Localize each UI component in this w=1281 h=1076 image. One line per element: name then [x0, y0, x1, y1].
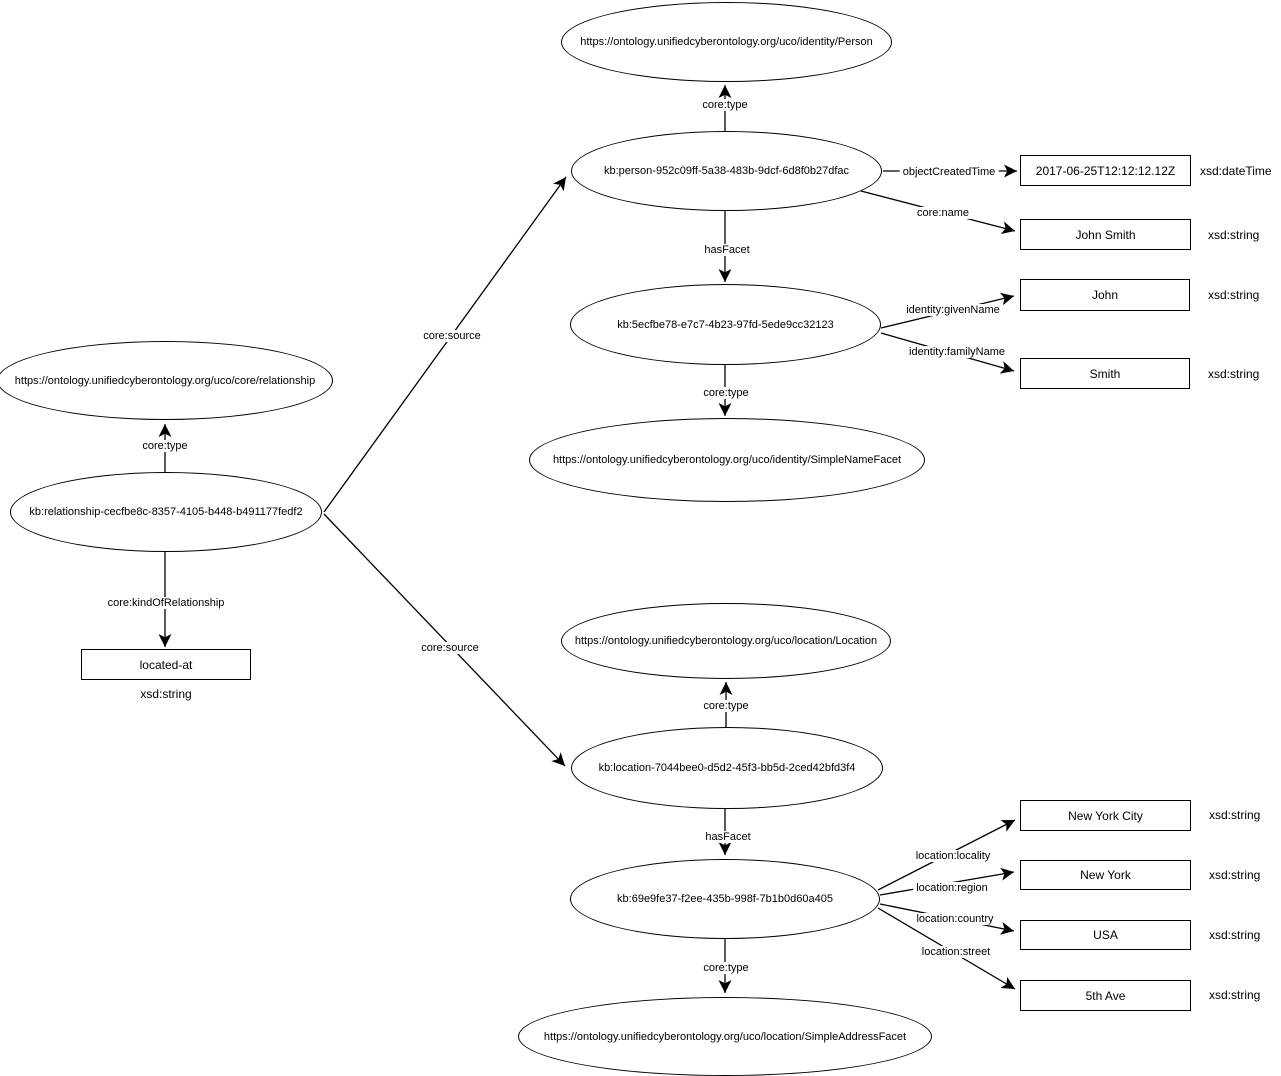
literal-street-value: 5th Ave [1085, 988, 1126, 1003]
node-location-instance-label: kb:location-7044bee0-d5d2-45f3-bb5d-2ced… [598, 762, 856, 774]
literal-region-value: New York [1080, 868, 1131, 882]
edge-label-core-type-relationship: core:type [139, 440, 191, 452]
edge-label-core-type-name-facet: core:type [700, 387, 752, 399]
node-address-facet-instance-label: kb:69e9fe37-f2ee-435b-998f-7b1b0d60a405 [617, 893, 833, 905]
literal-given-name-value: John [1091, 288, 1119, 302]
literal-family-name-value: Smith [1089, 366, 1121, 381]
datatype-object-created-time: xsd:dateTime [1200, 164, 1272, 178]
node-relationship-instance[interactable]: kb:relationship-cecfbe8c-8357-4105-b448-… [10, 472, 322, 552]
edge-label-core-kind-of-relationship: core:kindOfRelationship [104, 597, 228, 609]
edge-label-object-created-time: objectCreatedTime [899, 166, 999, 178]
node-location-type[interactable]: https://ontology.unifiedcyberontology.or… [561, 603, 891, 679]
literal-street[interactable]: 5th Ave [1020, 980, 1191, 1011]
literal-kind-of-relationship[interactable]: located-at [81, 649, 251, 680]
node-person-instance[interactable]: kb:person-952c09ff-5a38-483b-9dcf-6d8f0b… [571, 131, 882, 211]
datatype-name: xsd:string [1208, 228, 1260, 242]
edge-core-source-location [323, 513, 566, 767]
literal-given-name[interactable]: John [1020, 279, 1190, 311]
datatype-country: xsd:string [1209, 928, 1261, 942]
node-relationship-type-label: https://ontology.unifiedcyberontology.or… [14, 374, 316, 387]
node-address-facet-instance[interactable]: kb:69e9fe37-f2ee-435b-998f-7b1b0d60a405 [570, 859, 880, 939]
literal-object-created-time-value: 2017-06-25T12:12:12.12Z [1035, 163, 1176, 178]
node-person-type[interactable]: https://ontology.unifiedcyberontology.or… [561, 2, 892, 82]
datatype-locality: xsd:string [1209, 808, 1261, 822]
edge-label-core-type-address-facet: core:type [700, 962, 752, 974]
node-location-type-label: https://ontology.unifiedcyberontology.or… [574, 635, 878, 647]
node-simple-address-facet-type[interactable]: https://ontology.unifiedcyberontology.or… [518, 997, 932, 1076]
literal-locality-value: New York City [1068, 808, 1143, 823]
literal-name-value: John Smith [1075, 227, 1136, 242]
edge-label-core-source-location: core:source [418, 642, 482, 654]
edge-label-has-facet-location: hasFacet [702, 831, 754, 843]
edge-label-core-source-person: core:source [420, 330, 484, 342]
literal-locality[interactable]: New York City [1020, 800, 1191, 831]
edge-label-location-region: location:region [913, 882, 991, 894]
datatype-given-name: xsd:string [1208, 288, 1260, 302]
edge-label-location-country: location:country [913, 913, 997, 925]
edge-label-core-type-location: core:type [700, 700, 752, 712]
literal-family-name[interactable]: Smith [1020, 358, 1190, 389]
edge-label-identity-given-name: identity:givenName [903, 304, 1003, 316]
edge-label-has-facet-person: hasFacet [701, 244, 753, 256]
node-simple-name-facet-type-label: https://ontology.unifiedcyberontology.or… [552, 454, 902, 466]
edge-label-core-type-person: core:type [699, 99, 751, 111]
node-person-type-label: https://ontology.unifiedcyberontology.or… [580, 36, 873, 48]
node-simple-name-facet-type[interactable]: https://ontology.unifiedcyberontology.or… [529, 418, 925, 502]
datatype-street: xsd:string [1209, 988, 1261, 1002]
node-simple-address-facet-type-label: https://ontology.unifiedcyberontology.or… [543, 1030, 907, 1043]
literal-country[interactable]: USA [1020, 920, 1191, 950]
edge-core-source-person [323, 176, 567, 513]
edge-label-location-locality: location:locality [912, 850, 994, 862]
datatype-family-name: xsd:string [1208, 367, 1260, 381]
node-name-facet-instance[interactable]: kb:5ecfbe78-e7c7-4b23-97fd-5ede9cc32123 [570, 284, 881, 365]
edge-label-identity-family-name: identity:familyName [906, 346, 1008, 358]
datatype-region: xsd:string [1209, 868, 1261, 882]
node-person-instance-label: kb:person-952c09ff-5a38-483b-9dcf-6d8f0b… [603, 165, 850, 177]
literal-country-value: USA [1093, 928, 1118, 942]
literal-object-created-time[interactable]: 2017-06-25T12:12:12.12Z [1020, 155, 1191, 186]
literal-kind-of-relationship-value: located-at [139, 657, 193, 672]
edge-label-location-street: location:street [918, 946, 994, 958]
node-location-instance[interactable]: kb:location-7044bee0-d5d2-45f3-bb5d-2ced… [571, 727, 883, 809]
node-relationship-instance-label: kb:relationship-cecfbe8c-8357-4105-b448-… [29, 506, 303, 518]
datatype-kind-of-relationship: xsd:string [140, 687, 192, 701]
literal-name[interactable]: John Smith [1020, 219, 1191, 250]
literal-region[interactable]: New York [1020, 860, 1191, 890]
edge-label-core-name: core:name [914, 207, 972, 219]
node-name-facet-instance-label: kb:5ecfbe78-e7c7-4b23-97fd-5ede9cc32123 [617, 318, 834, 331]
node-relationship-type[interactable]: https://ontology.unifiedcyberontology.or… [0, 341, 333, 420]
